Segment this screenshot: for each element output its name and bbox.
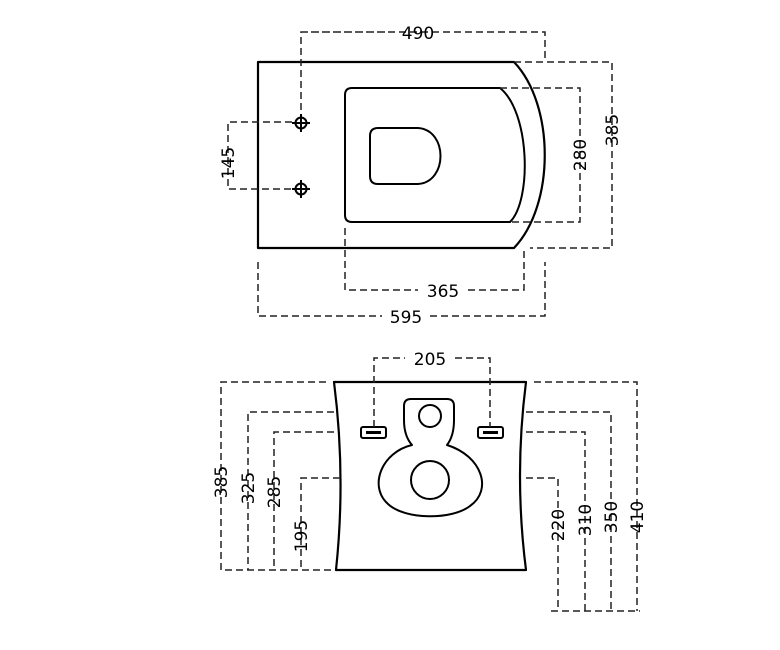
top-view-outline — [256, 60, 546, 250]
dim-line-595 — [257, 262, 546, 317]
dim-line-325 — [247, 411, 334, 570]
fixing-hole-icon — [294, 182, 308, 196]
dim-label-595: 595 — [390, 308, 422, 328]
dim-label-385-height: 385 — [212, 466, 232, 498]
dim-label-205: 205 — [414, 350, 446, 370]
dim-label-365: 365 — [427, 282, 459, 302]
dim-line-285 — [273, 431, 334, 570]
dim-label-310: 310 — [576, 504, 596, 536]
top-view-bowl-opening — [369, 127, 442, 185]
front-view-fixing-right-slot — [483, 431, 498, 434]
front-view-bowl-opening — [410, 460, 450, 500]
dim-line-385-height — [220, 381, 334, 571]
top-view-bowl-rim — [344, 87, 526, 223]
front-view-fixing-left-slot — [366, 431, 381, 434]
dim-label-280: 280 — [571, 139, 591, 171]
top-view — [256, 60, 546, 250]
dim-line-350 — [526, 411, 612, 611]
dim-label-410: 410 — [628, 501, 648, 533]
front-view — [332, 380, 528, 572]
dim-label-195: 195 — [292, 520, 312, 552]
dim-line-490 — [300, 31, 546, 110]
dim-label-385-depth: 385 — [603, 114, 623, 146]
dim-label-350: 350 — [602, 501, 622, 533]
dim-label-325: 325 — [239, 472, 259, 504]
dim-line-385-depth — [514, 61, 613, 249]
dim-label-490: 490 — [402, 24, 434, 44]
fixing-hole-icon — [294, 116, 308, 130]
front-view-cistern-hole — [418, 404, 442, 428]
dim-line-195 — [300, 477, 340, 570]
top-view-dimensions: 490 385 280 145 365 595 — [219, 24, 623, 328]
dim-line-310 — [526, 431, 586, 611]
dim-label-285: 285 — [265, 476, 285, 508]
front-view-outline — [332, 380, 528, 572]
dim-line-205 — [373, 357, 491, 427]
front-view-dimensions: 205 385 325 285 195 220 310 350 410 — [212, 350, 648, 612]
dim-line-220 — [526, 477, 559, 611]
dim-line-280 — [500, 87, 581, 223]
front-view-seat — [377, 398, 484, 518]
dim-line-365 — [344, 228, 525, 291]
dim-label-145: 145 — [219, 147, 239, 179]
dim-line-410 — [534, 381, 638, 611]
dim-label-220: 220 — [549, 509, 569, 541]
